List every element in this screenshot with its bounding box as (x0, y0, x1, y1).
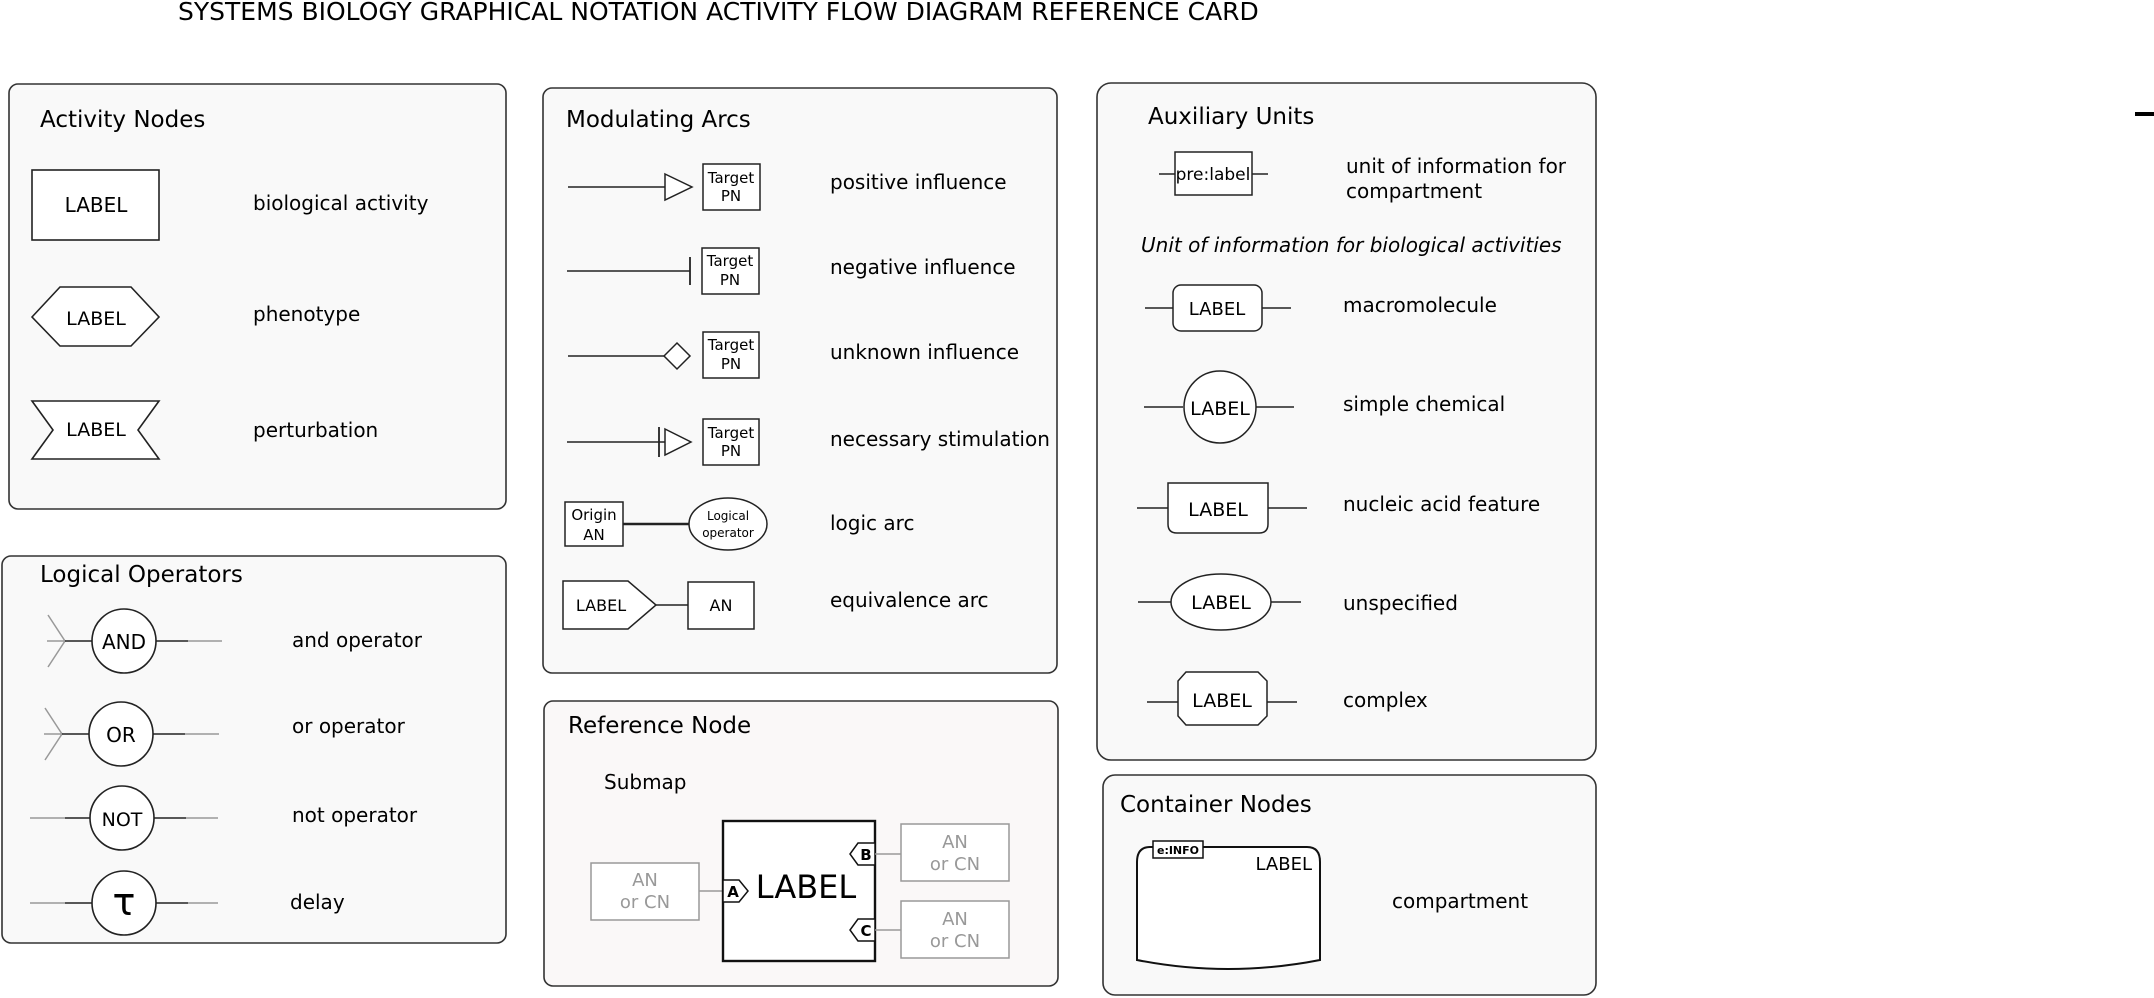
glyph-label: LABEL (1190, 398, 1250, 420)
compartment-glyph: e:INFO LABEL (1136, 840, 1321, 970)
target-label: Target (707, 336, 755, 354)
item-label: phenotype (253, 302, 360, 326)
panel-heading: Container Nodes (1120, 792, 1312, 818)
operator-label: Logical (707, 509, 749, 523)
logic-arc: Origin AN Logical operator (564, 497, 768, 551)
tag-label: LABEL (576, 596, 626, 615)
item-label: perturbation (253, 418, 378, 442)
item-label: unit of information for (1346, 154, 1567, 178)
external-node-label: AN (942, 909, 968, 930)
item-label: and operator (292, 628, 423, 652)
perturbation-glyph: LABEL (30, 400, 161, 460)
item-label: or operator (292, 714, 406, 738)
item-label: compartment (1346, 179, 1482, 203)
logical-operators-panel: Logical Operators AND and operator OR or… (1, 555, 507, 944)
panel-heading: Logical Operators (40, 562, 243, 588)
origin-label: Origin (571, 506, 616, 524)
panel-border (542, 87, 1058, 674)
info-tag-label: e:INFO (1157, 844, 1199, 857)
external-node-label: or CN (620, 892, 670, 913)
item-label: delay (290, 890, 345, 914)
glyph-label: LABEL (1192, 690, 1252, 712)
item-label: logic arc (830, 511, 914, 535)
phenotype-glyph: LABEL (30, 286, 161, 347)
item-label: unspecified (1343, 591, 1458, 615)
unspecified-unit-glyph: LABEL (1138, 573, 1301, 631)
external-node-label: or CN (930, 854, 980, 875)
origin-label: AN (583, 526, 604, 544)
item-label: compartment (1392, 889, 1528, 913)
operator-symbol: NOT (102, 809, 143, 831)
and-operator-glyph: AND (47, 608, 222, 674)
target-label: Target (707, 169, 755, 187)
glyph-label: LABEL (66, 308, 126, 330)
panel-heading: Reference Node (568, 713, 751, 739)
port-a-label: A (727, 883, 739, 901)
modulating-arcs-panel: Modulating Arcs Target PN positive influ… (542, 87, 1058, 674)
item-label: not operator (292, 803, 418, 827)
auxiliary-units-panel: Auxiliary Units pre:label unit of inform… (1096, 82, 1597, 761)
item-label: simple chemical (1343, 392, 1505, 416)
target-label: PN (721, 355, 741, 373)
glyph-label: LABEL (65, 193, 129, 217)
panel-heading: Activity Nodes (40, 107, 205, 133)
item-label: equivalence arc (830, 588, 989, 612)
nucleic-acid-feature-unit-glyph: LABEL (1137, 482, 1307, 534)
item-label: nucleic acid feature (1343, 492, 1540, 516)
macromolecule-unit-glyph: LABEL (1145, 284, 1291, 332)
target-label: Target (707, 424, 755, 442)
port-c-label: C (860, 922, 871, 940)
external-node-label: AN (632, 870, 658, 891)
necessary-stimulation-arc: Target PN (567, 418, 760, 466)
operator-label: operator (702, 526, 754, 540)
sub-heading: Unit of information for biological activ… (1141, 233, 1562, 257)
target-label: PN (720, 271, 740, 289)
panel-heading: Modulating Arcs (566, 107, 751, 133)
panel-heading: Auxiliary Units (1148, 104, 1314, 130)
item-label: negative influence (830, 255, 1016, 279)
operator-symbol: τ (113, 880, 136, 924)
biological-activity-glyph: LABEL (31, 169, 160, 241)
complex-unit-glyph: LABEL (1147, 671, 1297, 726)
glyph-label: LABEL (1255, 854, 1312, 875)
glyph-label: pre:label (1176, 165, 1251, 185)
glyph-label: LABEL (1189, 299, 1246, 320)
card-title: SYSTEMS BIOLOGY GRAPHICAL NOTATION ACTIV… (178, 0, 1259, 26)
activity-nodes-panel: Activity Nodes LABEL biological activity… (8, 83, 507, 510)
target-label: PN (721, 187, 741, 205)
submap-title: Submap (604, 770, 687, 794)
unknown-influence-arc: Target PN (568, 331, 760, 379)
positive-influence-arc: Target PN (568, 163, 761, 211)
target-label: Target (706, 252, 754, 270)
external-node-label: AN (942, 832, 968, 853)
item-label: macromolecule (1343, 293, 1497, 317)
item-label: necessary stimulation (830, 427, 1050, 451)
not-operator-glyph: NOT (30, 785, 218, 851)
or-operator-glyph: OR (44, 701, 219, 767)
container-nodes-panel: Container Nodes e:INFO LABEL compartment (1102, 774, 1597, 996)
delay-operator-glyph: τ (30, 870, 218, 936)
item-label: complex (1343, 688, 1428, 712)
compartment-unit-glyph: pre:label (1159, 151, 1268, 196)
item-label: positive influence (830, 170, 1007, 194)
glyph-label: LABEL (1188, 499, 1248, 521)
item-label: unknown influence (830, 340, 1019, 364)
negative-influence-arc: Target PN (567, 247, 760, 295)
panel-border (1, 555, 507, 944)
item-label: biological activity (253, 191, 429, 215)
operator-symbol: AND (102, 630, 146, 654)
port-b-label: B (860, 846, 871, 864)
submap-glyph: AN or CN LABEL A B AN or CN C AN or CN (590, 819, 1010, 963)
glyph-label: LABEL (66, 419, 126, 441)
operator-symbol: OR (106, 723, 136, 747)
reference-node-panel: Reference Node Submap AN or CN LABEL A B… (543, 700, 1059, 987)
external-node-label: or CN (930, 931, 980, 952)
equivalence-arc: LABEL AN (562, 580, 755, 630)
simple-chemical-unit-glyph: LABEL (1144, 370, 1294, 444)
node-label: AN (710, 596, 733, 615)
submap-label: LABEL (756, 868, 857, 906)
glyph-label: LABEL (1191, 592, 1251, 614)
target-label: PN (721, 442, 741, 460)
